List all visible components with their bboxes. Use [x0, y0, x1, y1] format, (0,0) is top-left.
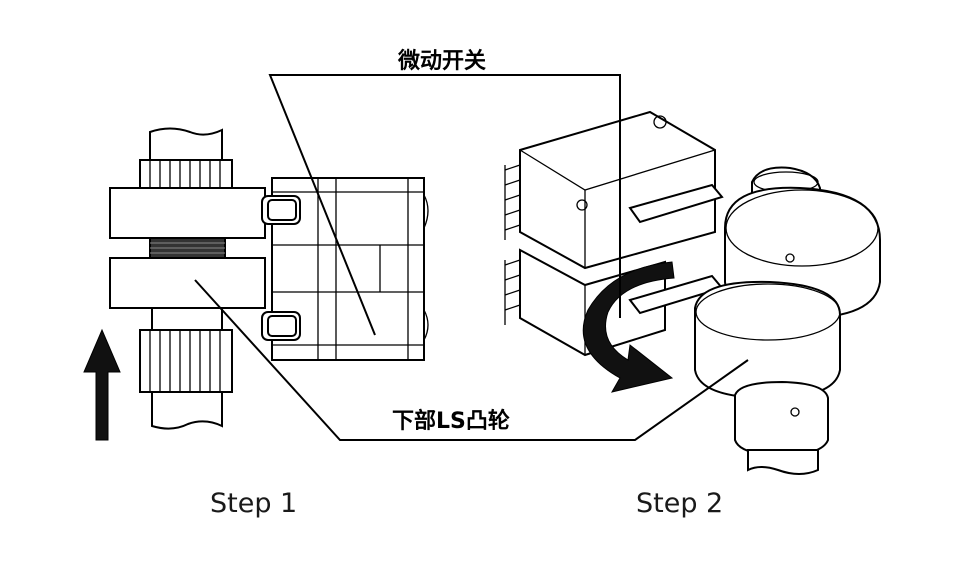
- step2-label: Step 2: [636, 488, 723, 519]
- step1-figure: [83, 127, 429, 441]
- step1-label: Step 1: [210, 488, 297, 519]
- lower-ls-cam-label: 下部LS凸轮: [392, 408, 510, 434]
- up-arrow-icon: [83, 328, 121, 441]
- micro-switch-label: 微动开关: [397, 48, 486, 74]
- rotation-arrow-icon: [582, 261, 675, 393]
- callout-lines: [194, 74, 749, 441]
- step2-figure: [504, 110, 881, 475]
